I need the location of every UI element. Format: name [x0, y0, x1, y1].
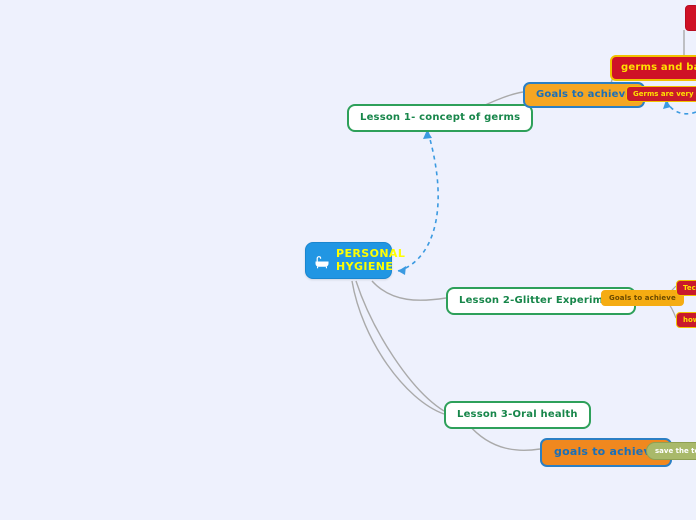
node-goals-to-achieve-lesson2[interactable]: Goals to achieve — [601, 290, 684, 307]
node-technique-cutoff[interactable]: Techn — [676, 280, 696, 297]
node-root-personal-hygiene[interactable]: PERSONAL HYGIENE — [305, 242, 405, 279]
node-germs-are-very-tiny[interactable]: Germs are very tiny — [626, 86, 696, 103]
germs-tiny-label: Germs are very tiny — [633, 90, 696, 98]
node-goals-to-achieve-lesson1[interactable]: Goals to achieve — [523, 82, 646, 108]
technique-label: Techn — [683, 284, 696, 292]
bathtub-icon — [314, 255, 330, 269]
node-goals-to-achieve-lesson3[interactable]: goals to achieve — [540, 438, 673, 467]
link-root-to-lesson3 — [355, 280, 445, 412]
save-teeth-label: save the teeth f — [655, 447, 696, 455]
lesson-2-label: Lesson 2-Glitter Experiment — [459, 295, 623, 306]
germs-bacteria-label: germs and bacteria — [621, 62, 696, 73]
goals-lesson2-label: Goals to achieve — [609, 294, 676, 302]
link-root-to-goals3 — [351, 280, 445, 415]
node-lesson-1[interactable]: Lesson 1- concept of germs — [347, 104, 534, 132]
node-how-cutoff[interactable]: how — [676, 312, 696, 329]
node-red-cutoff-top[interactable] — [685, 5, 696, 31]
link-root-to-lesson2 — [371, 280, 447, 301]
link-dashed-tiny — [665, 99, 696, 115]
lesson-3-label: Lesson 3-Oral health — [457, 409, 578, 420]
lesson-1-label: Lesson 1- concept of germs — [360, 112, 521, 123]
node-lesson-3[interactable]: Lesson 3-Oral health — [444, 401, 591, 429]
root-label: PERSONAL HYGIENE — [336, 246, 406, 273]
goals-lesson1-label: Goals to achieve — [536, 89, 633, 100]
goals-lesson3-label: goals to achieve — [554, 445, 659, 458]
node-save-the-teeth-cutoff[interactable]: save the teeth f — [646, 442, 696, 461]
node-germs-and-bacteria[interactable]: germs and bacteria — [610, 55, 696, 81]
how-label: how — [683, 316, 696, 324]
